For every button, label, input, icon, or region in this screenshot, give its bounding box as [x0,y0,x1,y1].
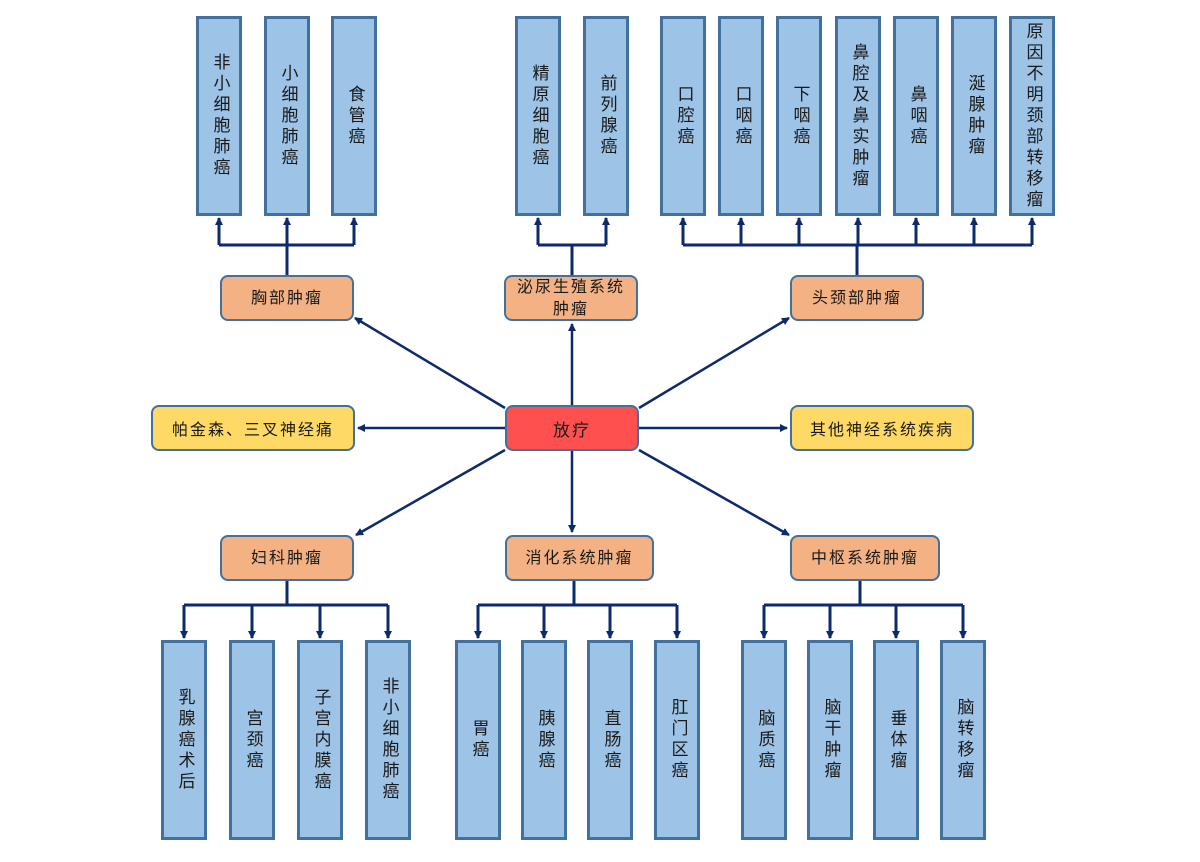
radial-arrow-gynecologic [355,448,506,537]
leaf-label: 非小细胞肺癌 [209,53,230,179]
side-node-other-neuro: 其他神经系统疾病 [790,405,974,451]
leaf-urogenital-1: 前列腺癌 [583,16,629,216]
category-label: 胸部肿瘤 [250,288,323,308]
leaf-label: 直肠癌 [600,708,621,772]
category-label: 头颈部肿瘤 [811,288,902,308]
leaf-label: 子宫内膜癌 [310,687,331,793]
leaf-digestive-1: 胰腺癌 [521,640,567,840]
leaf-gynecologic-2: 子宫内膜癌 [297,640,343,840]
radial-arrow-thoracic [354,316,506,410]
leaf-head-neck-6: 原因不明颈部转移瘤 [1009,16,1055,216]
category-label: 消化系统肿瘤 [525,548,634,568]
leaf-label: 乳腺癌术后 [174,687,195,793]
leaf-gynecologic-3: 非小细胞肺癌 [365,640,411,840]
leaf-head-neck-5: 涎腺肿瘤 [951,16,997,216]
leaf-label: 鼻咽癌 [906,84,927,148]
leaf-label: 食管癌 [344,84,365,148]
leaf-label: 鼻腔及鼻实肿瘤 [848,42,869,190]
leaf-thoracic-2: 食管癌 [331,16,377,216]
root-label: 放疗 [553,420,591,441]
category-thoracic: 胸部肿瘤 [220,275,354,321]
leaf-label: 涎腺肿瘤 [964,74,985,158]
leaf-head-neck-4: 鼻咽癌 [893,16,939,216]
leaf-label: 胃癌 [468,719,489,761]
category-head-neck: 头颈部肿瘤 [790,275,924,321]
leaf-digestive-2: 直肠癌 [587,640,633,840]
category-label: 妇科肿瘤 [250,548,323,568]
leaf-label: 口咽癌 [731,84,752,148]
leaf-label: 小细胞肺癌 [277,63,298,169]
leaf-digestive-0: 胃癌 [455,640,501,840]
leaf-label: 前列腺癌 [596,74,617,158]
leaf-label: 口腔癌 [673,84,694,148]
leaf-label: 原因不明颈部转移瘤 [1022,21,1043,211]
category-urogenital: 泌尿生殖系统肿瘤 [504,275,638,321]
leaf-cns-0: 脑质癌 [741,640,787,840]
leaf-gynecologic-1: 宫颈癌 [229,640,275,840]
leaf-label: 垂体瘤 [886,708,907,772]
side-node-label: 帕金森、三叉神经痛 [171,420,334,439]
category-label: 泌尿生殖系统肿瘤 [516,277,625,318]
leaf-digestive-3: 肛门区癌 [654,640,700,840]
leaf-label: 宫颈癌 [242,708,263,772]
leaf-gynecologic-0: 乳腺癌术后 [161,640,207,840]
category-cns: 中枢系统肿瘤 [790,535,940,581]
leaf-label: 精原细胞癌 [528,63,549,169]
leaf-cns-3: 脑转移瘤 [940,640,986,840]
radial-arrow-head-neck [638,316,790,410]
category-label: 中枢系统肿瘤 [810,548,919,568]
leaf-urogenital-0: 精原细胞癌 [515,16,561,216]
leaf-head-neck-0: 口腔癌 [660,16,706,216]
side-node-label: 其他神经系统疾病 [809,420,954,439]
leaf-head-neck-2: 下咽癌 [776,16,822,216]
leaf-label: 脑干肿瘤 [820,698,841,782]
leaf-thoracic-1: 小细胞肺癌 [264,16,310,216]
leaf-label: 非小细胞肺癌 [378,677,399,803]
leaf-label: 下咽癌 [789,84,810,148]
category-digestive: 消化系统肿瘤 [505,535,654,581]
leaf-cns-2: 垂体瘤 [873,640,919,840]
leaf-label: 肛门区癌 [667,698,688,782]
leaf-label: 胰腺癌 [534,708,555,772]
leaf-head-neck-1: 口咽癌 [718,16,764,216]
root-node-radiotherapy: 放疗 [505,405,639,451]
leaf-head-neck-3: 鼻腔及鼻实肿瘤 [835,16,881,216]
side-node-parkinson-trigeminal: 帕金森、三叉神经痛 [151,405,355,451]
leaf-thoracic-0: 非小细胞肺癌 [196,16,242,216]
leaf-label: 脑质癌 [754,708,775,772]
leaf-label: 脑转移瘤 [953,698,974,782]
category-gynecologic: 妇科肿瘤 [220,535,354,581]
leaf-cns-1: 脑干肿瘤 [807,640,853,840]
radial-arrow-cns [638,448,790,537]
